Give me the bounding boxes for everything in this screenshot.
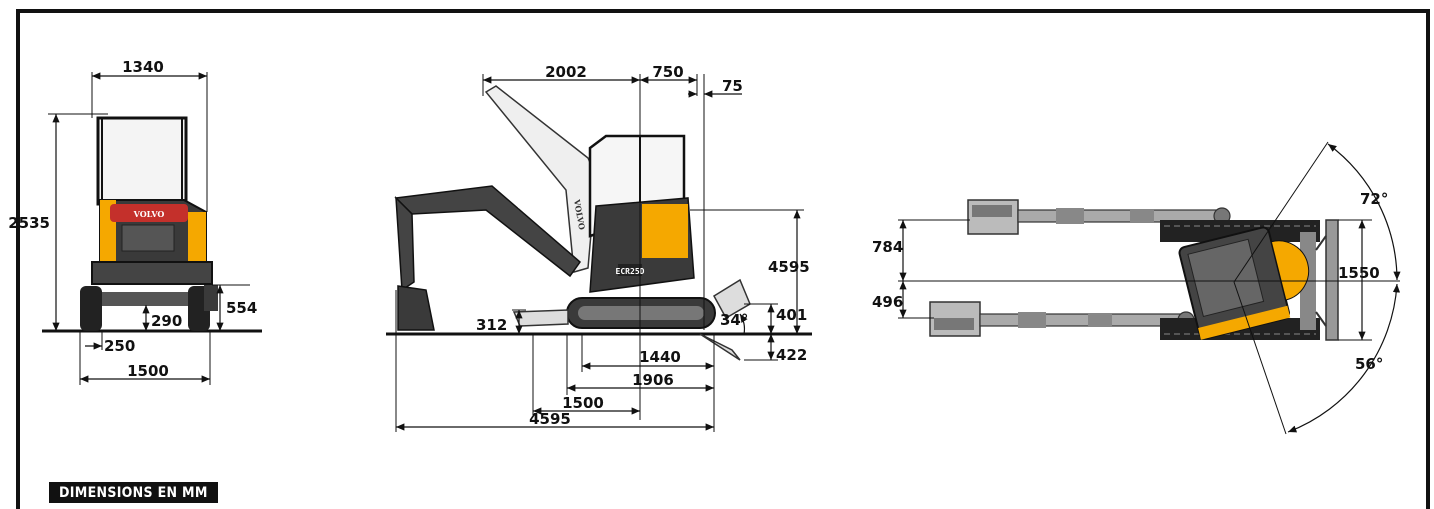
side-blade-angle-label: 34° — [720, 311, 748, 329]
side-cab: ECR25D — [588, 134, 695, 293]
top-blade-width-label: 1550 — [1338, 264, 1380, 282]
front-logo: VOLVO — [133, 209, 165, 219]
front-height-label: 2535 — [8, 214, 50, 232]
front-clearance-label: 290 — [151, 312, 182, 330]
front-blade-height-label: 554 — [226, 299, 257, 317]
front-body: VOLVO — [91, 199, 213, 285]
top-arm-left — [967, 199, 1231, 235]
side-boom-reach-label: 2002 — [545, 63, 587, 81]
side-tail-extra-label: 75 — [722, 77, 743, 95]
top-swing-left-label: 72° — [1360, 190, 1388, 208]
side-blade-depth-label: 422 — [776, 346, 807, 364]
top-swing-right-label: 56° — [1355, 355, 1383, 373]
front-width-top-label: 1340 — [122, 58, 164, 76]
top-offset-left-label: 784 — [872, 238, 903, 256]
front-track-left — [80, 286, 102, 331]
front-cab — [96, 116, 188, 206]
side-transport-length-label: 4595 — [529, 410, 571, 428]
side-boom: VOLVO VOLVO — [394, 85, 597, 331]
side-swing-center-label: 1500 — [562, 394, 604, 412]
side-height-label: 4595 — [768, 258, 810, 276]
front-gauge-label: 1500 — [127, 362, 169, 380]
side-view: VOLVO VOLVO ECR25D 2002 — [386, 63, 812, 432]
side-model: ECR25D — [616, 267, 645, 276]
side-track-length-label: 1440 — [639, 348, 681, 366]
side-undercarriage-label: 1906 — [632, 371, 674, 389]
front-track-width-label: 250 — [104, 337, 135, 355]
top-arm-right — [929, 301, 1195, 337]
side-tail-label: 750 — [652, 63, 683, 81]
front-view: VOLVO 1340 2535 290 554 250 1500 — [8, 58, 262, 385]
side-dig-label: 312 — [476, 316, 507, 334]
top-view: 784 496 1550 72° 56° — [872, 141, 1401, 435]
diagram-frame — [16, 9, 1430, 509]
units-badge: DIMENSIONS EN MM — [49, 482, 218, 503]
side-blade-lift-label: 401 — [776, 306, 807, 324]
top-blade — [1325, 219, 1339, 341]
top-offset-right-label: 496 — [872, 293, 903, 311]
